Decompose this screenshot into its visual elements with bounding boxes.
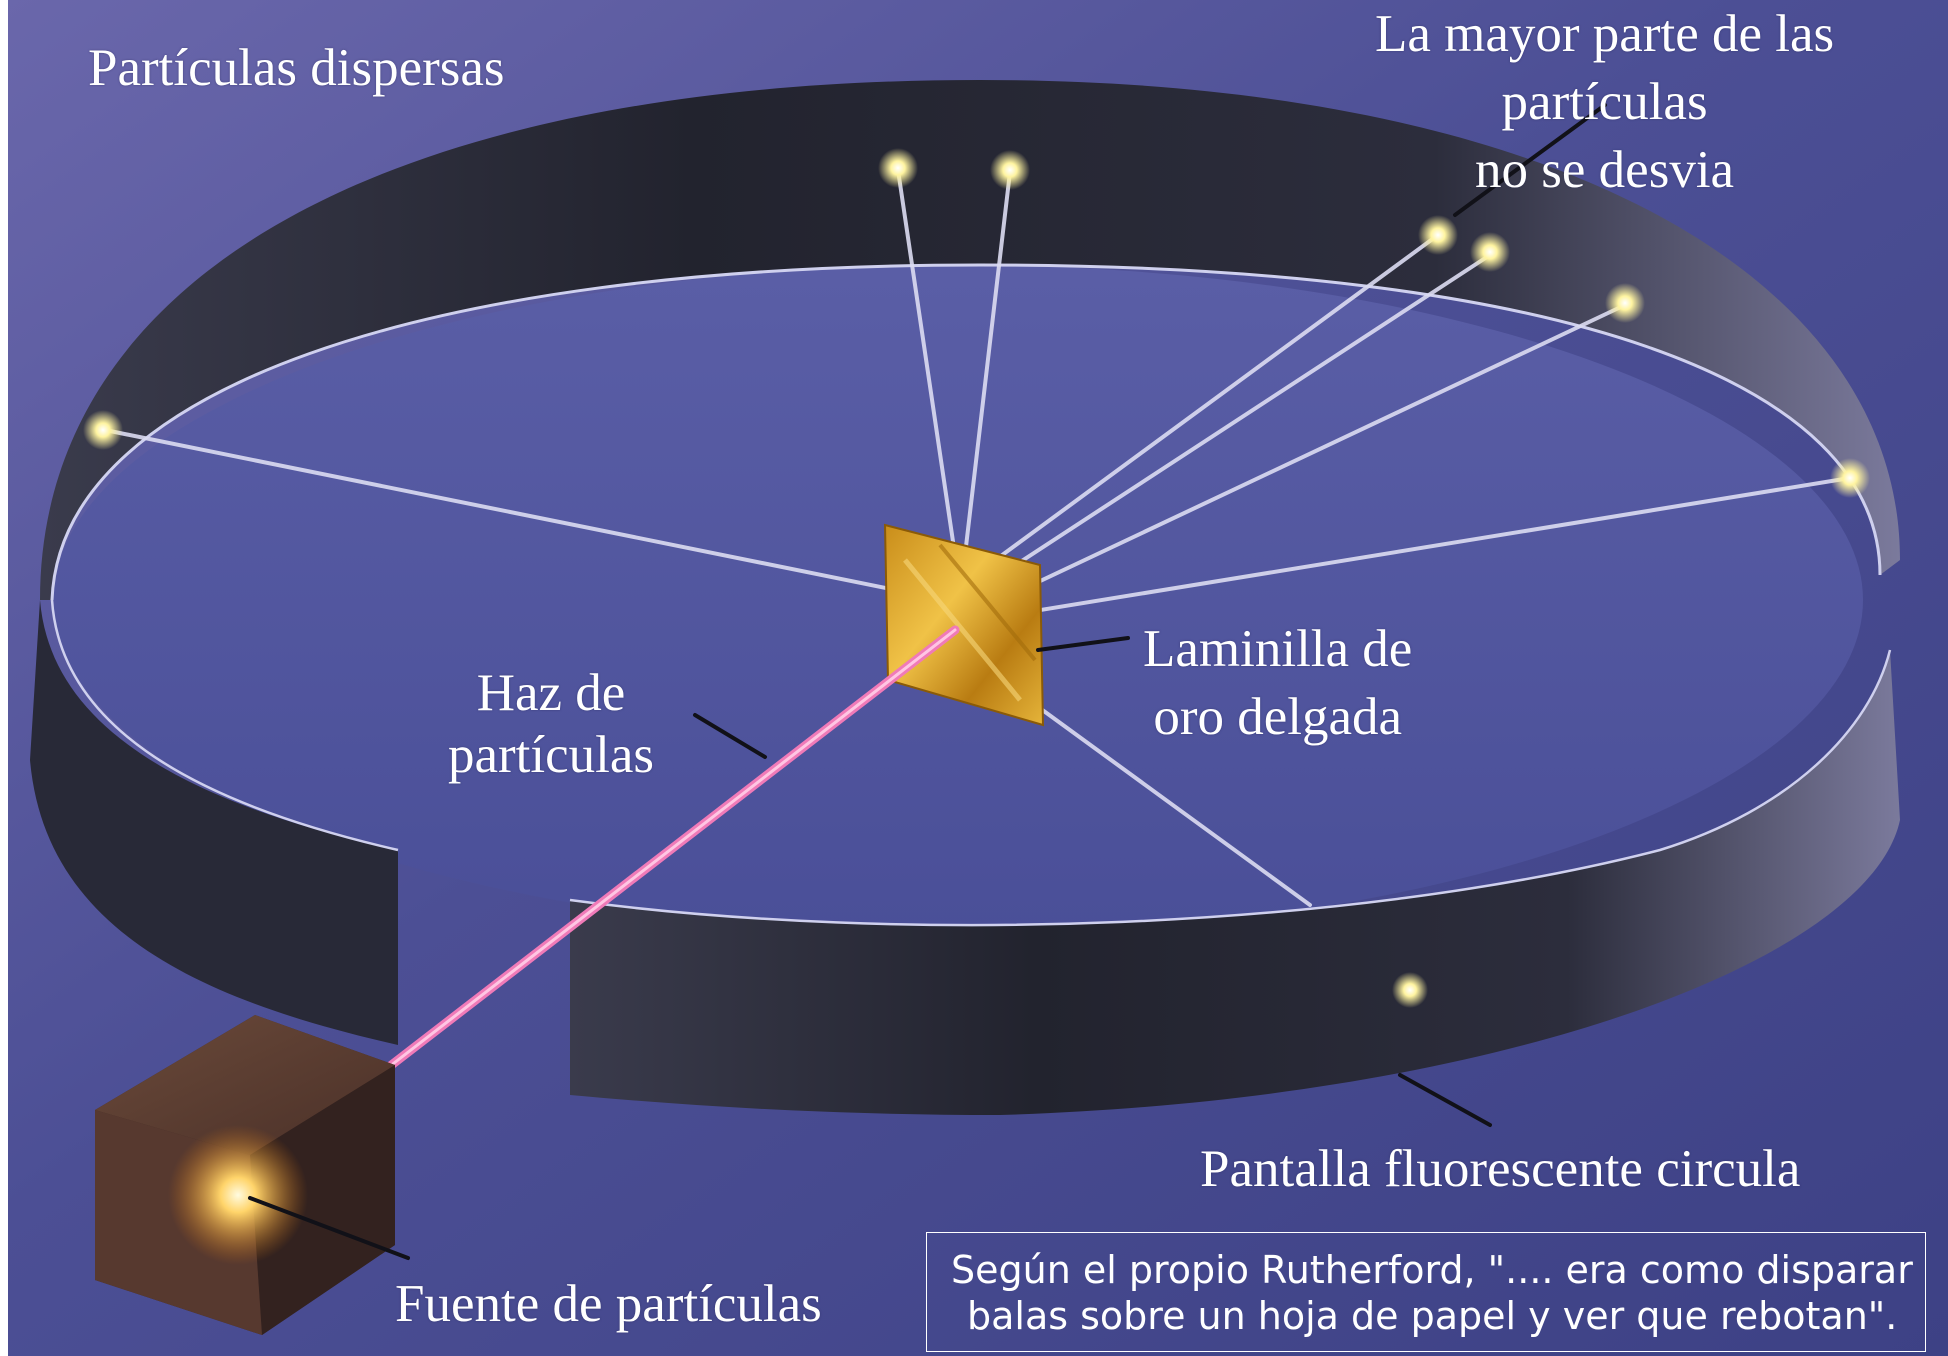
particle-source-cube	[95, 1015, 395, 1335]
leader-screen	[1398, 1073, 1492, 1127]
label-most-particles: La mayor parte de las partículas no se d…	[1375, 0, 1834, 204]
label-gold-foil: Laminilla de oro delgada	[1143, 615, 1412, 751]
leader-most-particles	[1453, 103, 1607, 217]
label-scattered-particles: Partículas dispersas	[88, 39, 505, 97]
track-deflected-1	[896, 168, 957, 557]
gold-foil	[883, 523, 1045, 727]
quote-line-1: Según el propio Rutherford, ".... era co…	[951, 1248, 1913, 1292]
scintillation-spots	[83, 148, 1870, 1008]
particle-tracks	[103, 168, 1852, 907]
particle-beam-core	[383, 628, 957, 1072]
spot-6	[1830, 458, 1870, 498]
spot-1	[878, 148, 918, 188]
label-most-particles-line-3: no se desvia	[1475, 141, 1735, 199]
label-gold-foil-line-1: Laminilla de	[1143, 620, 1413, 678]
leader-foil	[1036, 636, 1130, 652]
label-most-particles-line-2: partículas	[1501, 73, 1708, 131]
quote-line-2: balas sobre un hoja de papel y ver que r…	[967, 1294, 1898, 1338]
track-deflected-5	[103, 428, 947, 602]
track-undeflected-2	[983, 253, 1492, 587]
spot-5	[1605, 283, 1645, 323]
leader-beam	[693, 713, 767, 759]
screen-back-band	[40, 80, 1900, 600]
track-through	[1013, 688, 1312, 907]
page-margin	[0, 0, 8, 1356]
label-fluorescent-screen: Pantalla fluorescente circula	[1200, 1140, 1801, 1198]
track-deflected-3	[998, 303, 1627, 602]
leader-lines	[248, 103, 1607, 1260]
label-beam: Haz de partículas	[448, 662, 654, 786]
label-particle-source: Fuente de partículas	[395, 1275, 822, 1333]
label-gold-foil-line-2: oro delgada	[1153, 688, 1403, 746]
screen-inner-rim	[50, 263, 1882, 601]
track-deflected-4	[1008, 476, 1852, 617]
spot-4	[1470, 232, 1510, 272]
label-beam-line-1: Haz de	[476, 664, 626, 722]
spot-7	[83, 410, 123, 450]
source-glow	[168, 1125, 308, 1265]
rutherford-quote-box: Según el propio Rutherford, ".... era co…	[926, 1232, 1926, 1352]
spot-3	[1418, 215, 1458, 255]
label-most-particles-line-1: La mayor parte de las	[1375, 5, 1835, 63]
label-beam-line-2: partículas	[448, 726, 655, 784]
screen-front-left-rim	[50, 599, 399, 852]
track-deflected-2	[963, 170, 1012, 557]
screen-front-left-band	[30, 600, 398, 1045]
spot-2	[990, 150, 1030, 190]
spot-8	[1392, 972, 1428, 1008]
leader-source	[248, 1196, 410, 1260]
screen-front-right-rim	[569, 649, 1892, 927]
screen-front-right-band	[570, 650, 1900, 1115]
track-undeflected-1	[973, 233, 1440, 577]
